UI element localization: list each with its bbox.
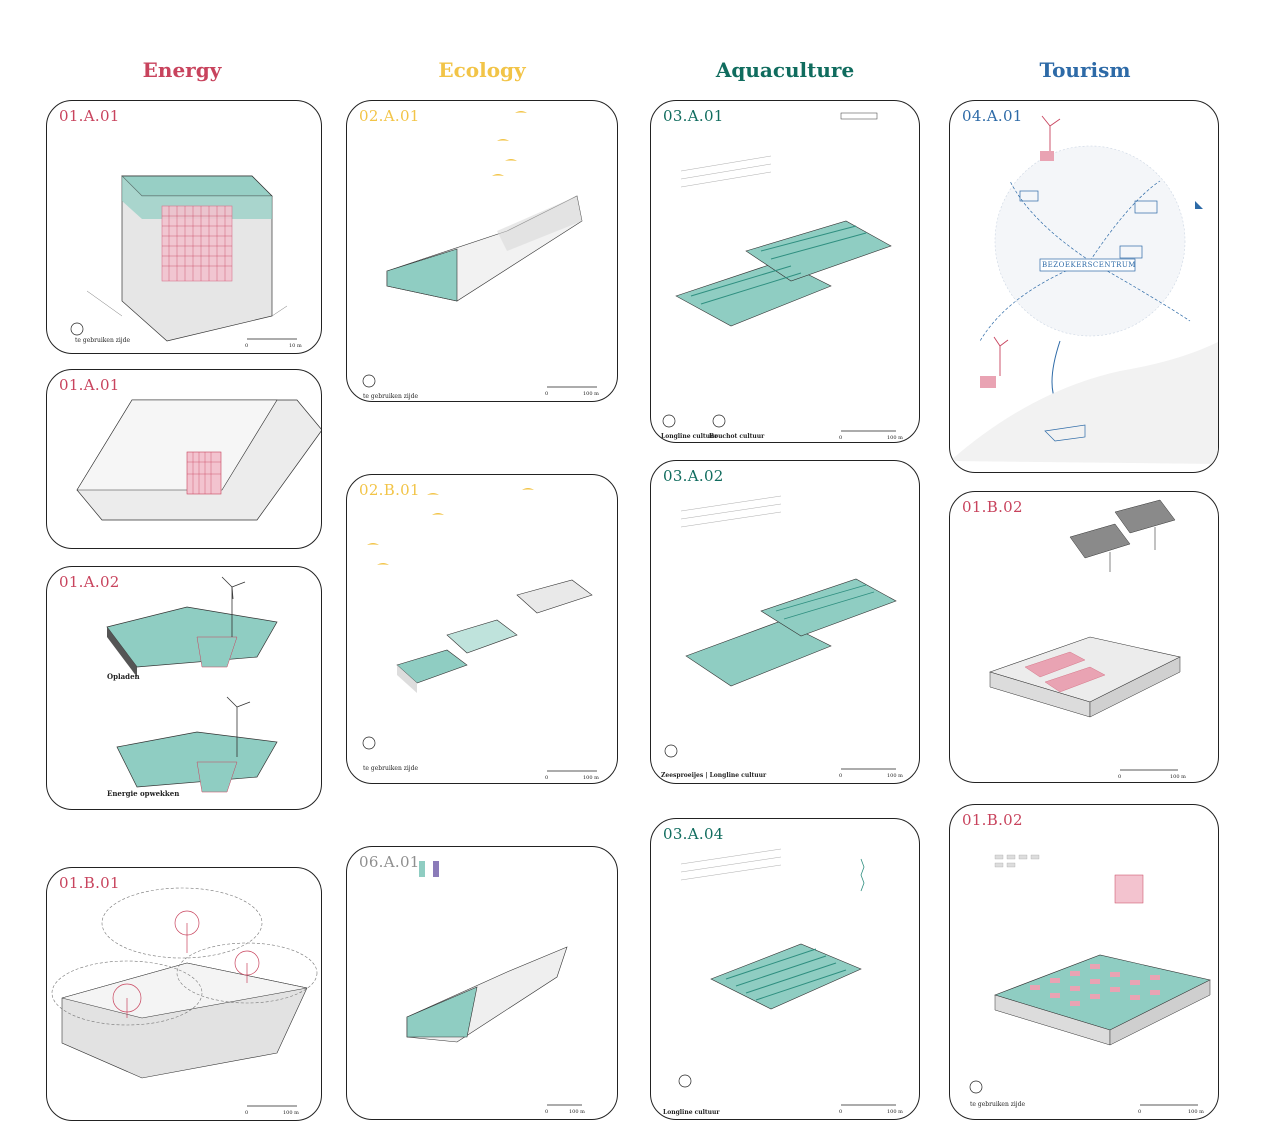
column-title-tourism: Tourism — [1039, 58, 1131, 82]
svg-text:0: 0 — [839, 1109, 842, 1115]
svg-text:100 m: 100 m — [583, 391, 599, 397]
legend-text: te gebruiken zijde — [970, 1101, 1026, 1108]
card-tourism-01b02[interactable]: 0 100 m 01.B.02 — [949, 491, 1219, 783]
visitor-center-label: BEZOEKERSCENTRUM — [1042, 261, 1136, 269]
svg-text:100 m: 100 m — [887, 1109, 903, 1115]
svg-text:0: 0 — [545, 775, 548, 781]
svg-text:100 m: 100 m — [569, 1109, 585, 1115]
card-energy-01a01[interactable]: 0 10 m 01.A.01 te gebruiken zijde — [46, 100, 322, 354]
svg-text:0: 0 — [545, 1109, 548, 1115]
legend-text: te gebruiken zijde — [363, 393, 419, 400]
boat-icon — [1195, 201, 1203, 209]
diagram-energy-wind-park: 0 100 m — [51, 887, 318, 1116]
svg-text:100 m: 100 m — [583, 775, 599, 781]
diagram-energy-pumped-storage — [106, 576, 278, 793]
diagram-aquaculture-seaweed-longline: 0 100 m — [664, 495, 903, 779]
diagram-tourism-solar: 0 100 m — [989, 499, 1186, 780]
visitor-center-sign — [1039, 258, 1136, 272]
card-aquaculture-03a01[interactable]: 0 100 m 03.A.01 Longline cultuur Bouchot… — [650, 100, 920, 443]
card-tourism-04a01[interactable]: 04.A.01 BEZOEKERSCENTRUM — [949, 100, 1219, 473]
svg-text:100 m: 100 m — [1188, 1109, 1204, 1115]
legend-text: te gebruiken zijde — [363, 765, 419, 772]
diagram-energy-storage-block: 0 10 m — [70, 175, 302, 349]
card-tourism-01b02-b[interactable]: 0 100 m 01.B.02 te gebruiken zijde — [949, 804, 1219, 1120]
card-id: 03.A.02 — [663, 467, 724, 485]
legend-bouchot: Bouchot cultuur — [709, 433, 765, 440]
svg-text:10 m: 10 m — [289, 343, 302, 349]
card-ecology-02b01[interactable]: 0 100 m 02.B.01 te gebruiken zijde — [346, 474, 618, 784]
card-id: 04.A.01 — [962, 107, 1023, 125]
solar-panel-icon — [1069, 499, 1176, 559]
building-icon — [1019, 190, 1039, 202]
card-id: 01.B.02 — [962, 811, 1023, 829]
compass-icon — [712, 414, 726, 428]
svg-text:100 m: 100 m — [887, 435, 903, 441]
compass-icon — [678, 1074, 692, 1088]
card-id: 01.B.02 — [962, 498, 1023, 516]
card-id: 06.A.01 — [359, 853, 420, 871]
svg-text:0: 0 — [839, 773, 842, 779]
compass-icon — [969, 1080, 983, 1094]
compass-icon — [662, 414, 676, 428]
diagram-ecology-water: 0 100 m — [406, 861, 585, 1115]
caption-charge: Opladen — [107, 672, 140, 681]
bird-icon — [367, 488, 534, 565]
solar-panel-icon — [980, 376, 996, 388]
card-ecology-02a01[interactable]: 0 100 m 02.A.01 te gebruiken zijde — [346, 100, 618, 402]
wind-turbine-icon — [112, 910, 260, 1018]
card-id: 02.B.01 — [359, 481, 420, 499]
card-energy-01a02[interactable]: 01.A.02 Opladen Energie opwekken — [46, 566, 322, 810]
legend-text: Zeesproeijes | Longline cultuur — [661, 772, 767, 779]
diagram-energy-long-block — [76, 399, 321, 521]
compass-icon — [362, 374, 376, 388]
diagram-aquaculture-longline-bouchot: 0 100 m — [662, 112, 903, 441]
card-id: 03.A.01 — [663, 107, 724, 125]
legend-text: te gebruiken zijde — [75, 337, 131, 344]
card-energy-01b01[interactable]: 0 100 m 01.B.01 — [46, 867, 322, 1121]
card-energy-01a01-b[interactable]: 01.A.01 — [46, 369, 322, 549]
caption-generate: Energie opwekken — [107, 789, 180, 798]
solar-panel-icon — [1040, 151, 1054, 161]
card-id: 01.A.02 — [59, 573, 120, 591]
card-aquaculture-03a04[interactable]: 0 100 m 03.A.04 Longline cultuur — [650, 818, 920, 1120]
column-title-ecology: Ecology — [438, 58, 526, 82]
diagram-ecology-gradient: 0 100 m — [362, 111, 599, 397]
svg-text:100 m: 100 m — [283, 1110, 299, 1116]
svg-text:0: 0 — [1138, 1109, 1141, 1115]
card-ecology-06a01[interactable]: 0 100 m 06.A.01 — [346, 846, 618, 1120]
card-id: 03.A.04 — [663, 825, 724, 843]
svg-text:0: 0 — [1118, 774, 1121, 780]
building-icon — [1134, 200, 1158, 214]
svg-text:100 m: 100 m — [1170, 774, 1186, 780]
legend-longline: Longline cultuur — [661, 433, 718, 440]
card-id: 01.A.01 — [59, 376, 120, 394]
compass-icon — [70, 322, 84, 336]
bird-icon — [492, 111, 527, 176]
column-title-energy: Energy — [142, 58, 222, 82]
building-icon — [1119, 245, 1143, 259]
card-aquaculture-03a02[interactable]: 0 100 m 03.A.02 Zeesproeijes | Longline … — [650, 460, 920, 784]
diagram-tourism-visitor-center — [950, 115, 1218, 464]
svg-text:100 m: 100 m — [887, 773, 903, 779]
card-id: 02.A.01 — [359, 107, 420, 125]
card-id: 01.A.01 — [59, 107, 120, 125]
card-id: 01.B.01 — [59, 874, 120, 892]
diagram-tourism-solar-field: 0 100 m — [969, 854, 1211, 1115]
wind-turbine-icon — [993, 115, 1061, 376]
legend-text: Longline cultuur — [663, 1109, 720, 1116]
diagram-ecology-layers: 0 100 m — [362, 488, 599, 781]
svg-text:0: 0 — [245, 343, 248, 349]
compass-icon — [362, 736, 376, 750]
svg-text:0: 0 — [545, 391, 548, 397]
column-title-aquaculture: Aquaculture — [715, 58, 855, 82]
svg-text:0: 0 — [245, 1110, 248, 1116]
compass-icon — [664, 744, 678, 758]
svg-text:0: 0 — [839, 435, 842, 441]
diagram-aquaculture-longline: 0 100 m — [678, 848, 903, 1115]
